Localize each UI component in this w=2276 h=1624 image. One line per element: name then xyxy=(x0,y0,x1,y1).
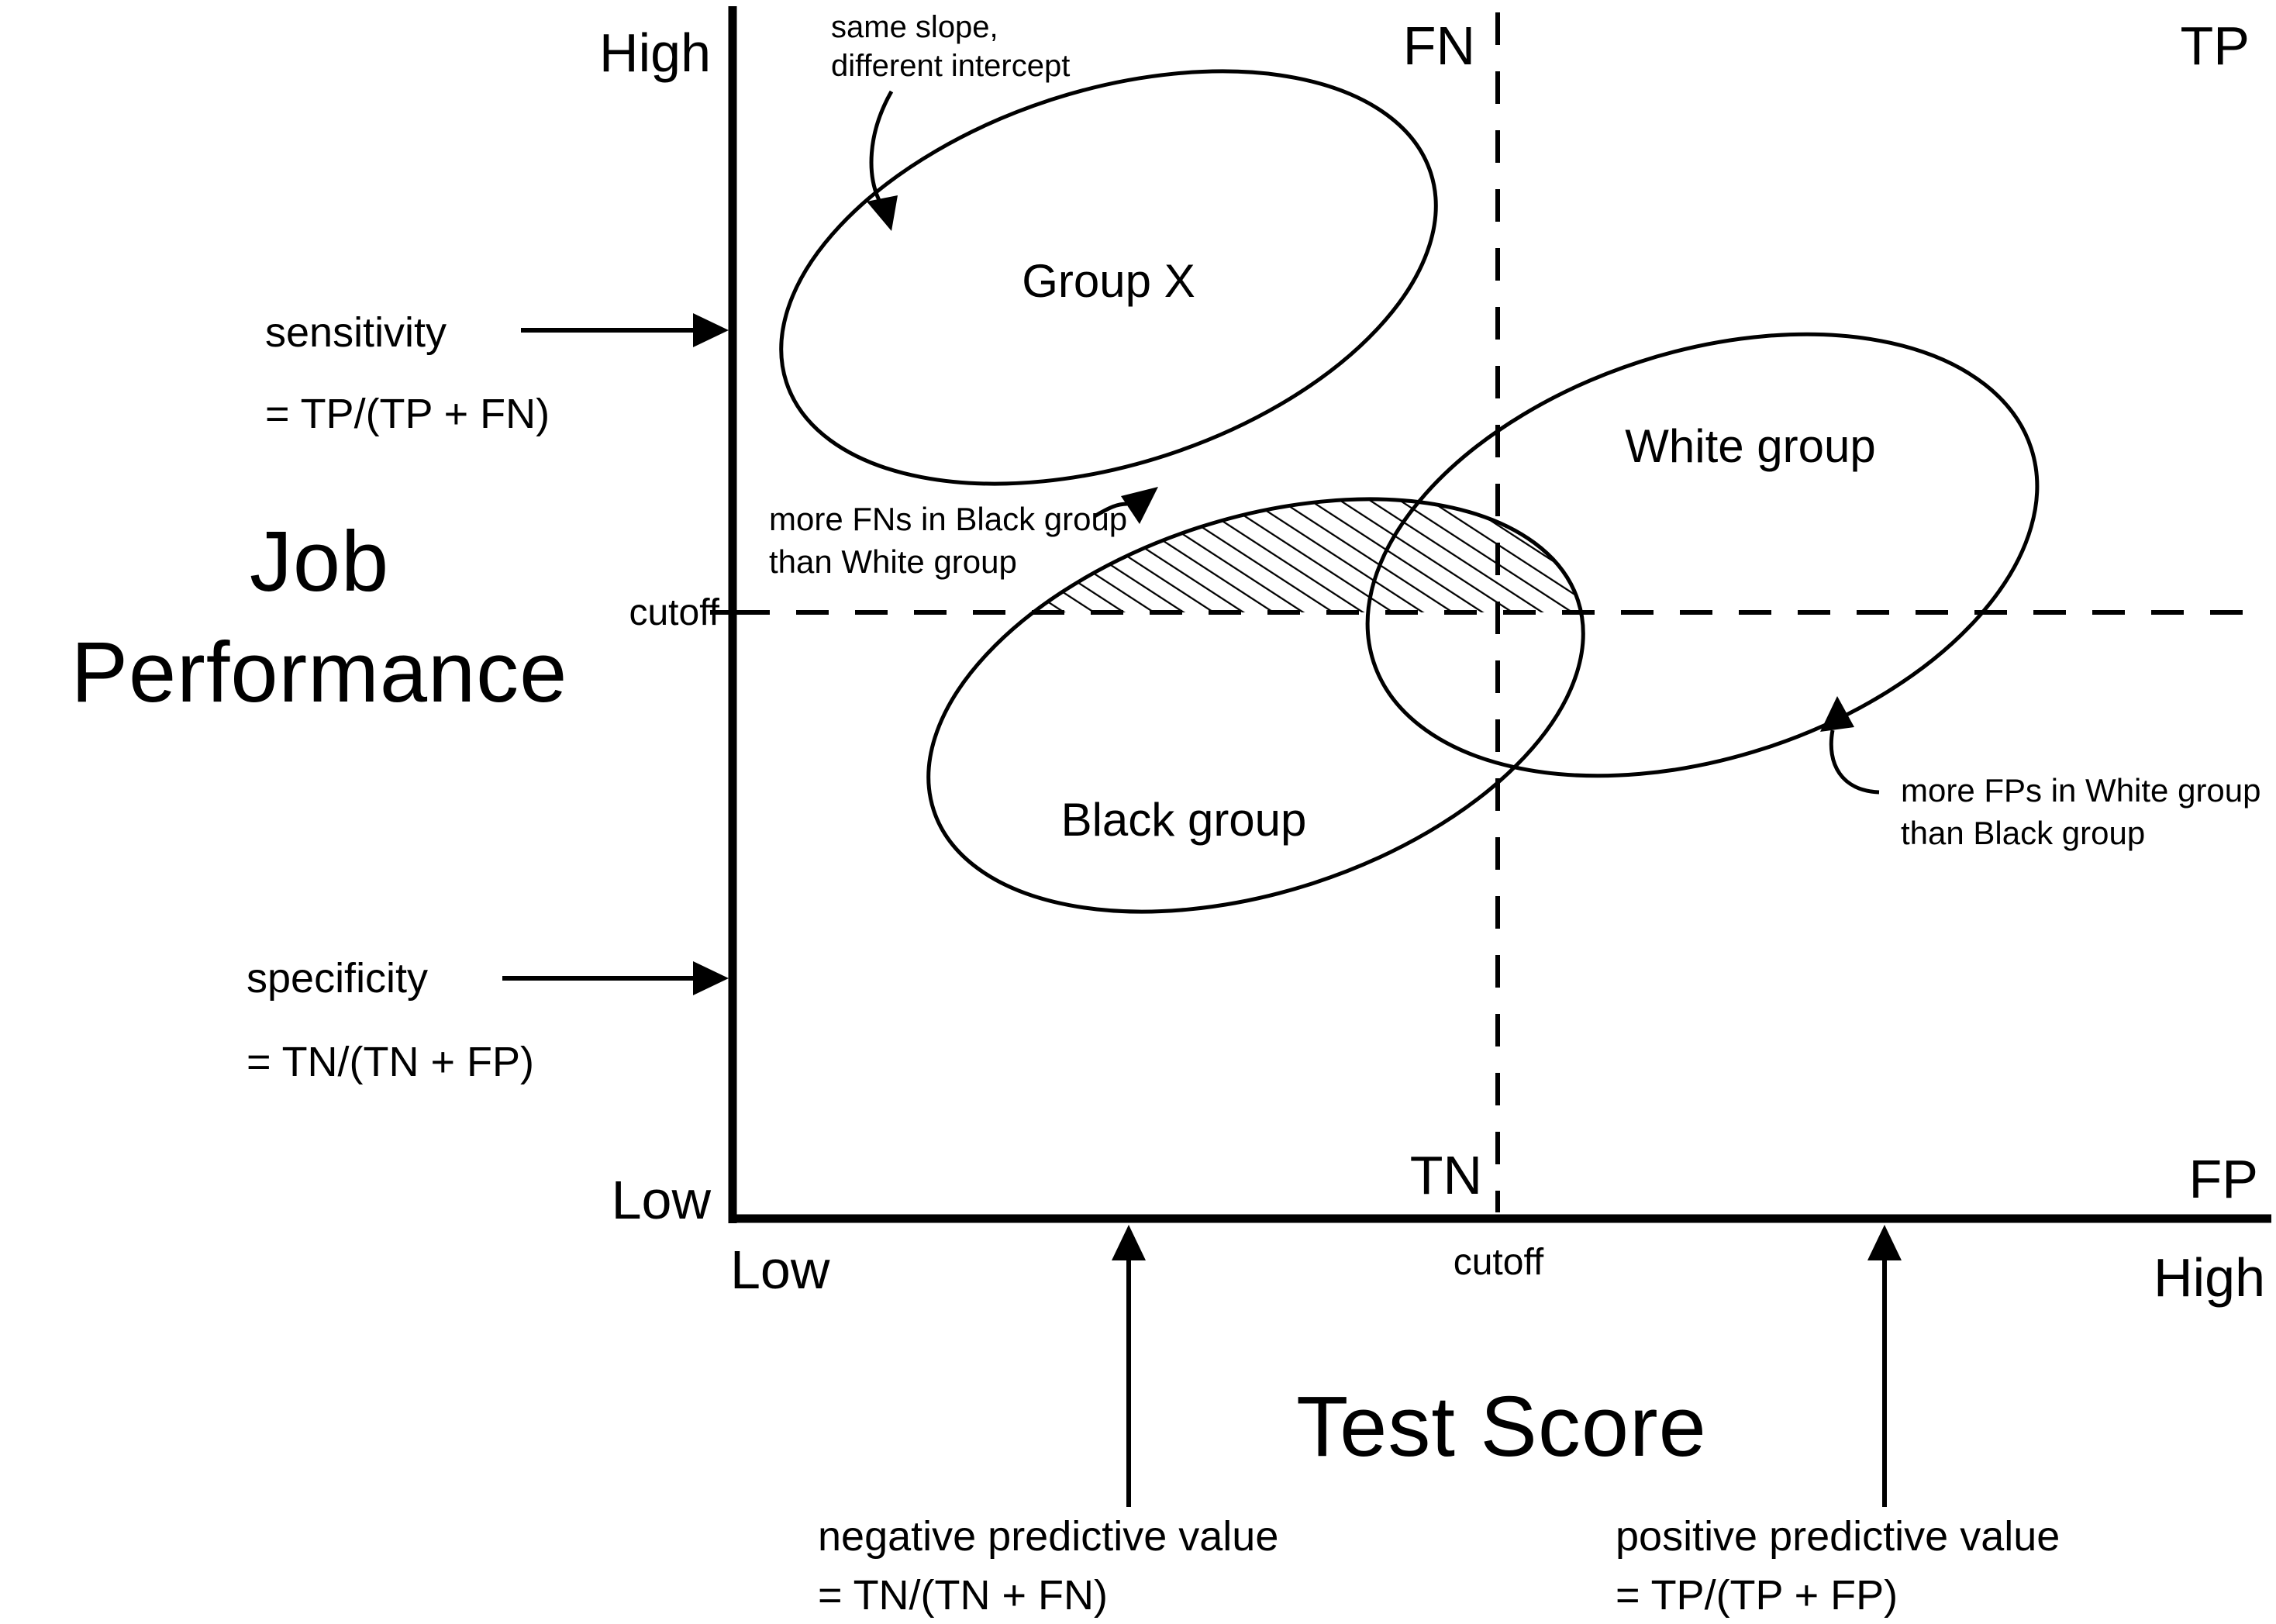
more-fns-arrowhead-icon xyxy=(1121,487,1158,524)
npv-arrowhead-icon xyxy=(1112,1225,1146,1260)
x-cutoff-label: cutoff xyxy=(1454,1242,1544,1283)
fn-hatched-region xyxy=(1033,498,1581,612)
quadrant-label-tp: TP xyxy=(2181,16,2250,76)
group-x-ellipse xyxy=(779,69,1438,486)
y-axis-title-line1: Job xyxy=(250,514,389,609)
x-axis-title: Test Score xyxy=(1296,1379,1707,1474)
more-fps-annotation-line1: more FPs in White group xyxy=(1901,772,2261,809)
more-fps-arrowhead-icon xyxy=(1820,696,1854,732)
x-axis-low-label: Low xyxy=(730,1240,830,1300)
same-slope-arrow-curve xyxy=(869,90,894,208)
more-fps-arrow-curve xyxy=(1829,729,1880,795)
specificity-formula: = TN/(TN + FP) xyxy=(247,1039,534,1085)
npv-formula: = TN/(TN + FN) xyxy=(818,1572,1108,1619)
same-slope-arrowhead-icon xyxy=(867,195,898,231)
ppv-formula: = TP/(TP + FP) xyxy=(1616,1572,1898,1619)
sensitivity-arrowhead-icon xyxy=(693,313,729,347)
y-axis-high-label: High xyxy=(599,22,711,83)
quadrant-label-fp: FP xyxy=(2189,1149,2258,1209)
ppv-label: positive predictive value xyxy=(1616,1513,2060,1560)
quadrant-label-tn: TN xyxy=(1410,1145,1482,1205)
white-group-label: White group xyxy=(1625,420,1876,472)
same-slope-annotation-line2: different intercept xyxy=(831,49,1070,83)
y-axis-low-label: Low xyxy=(612,1170,712,1230)
y-cutoff-label: cutoff xyxy=(629,592,719,633)
same-slope-annotation-line1: same slope, xyxy=(831,10,998,44)
group-x-label: Group X xyxy=(1022,255,1195,307)
ppv-arrowhead-icon xyxy=(1867,1225,1902,1260)
npv-label: negative predictive value xyxy=(818,1513,1278,1560)
sensitivity-label: sensitivity xyxy=(265,309,447,356)
more-fps-annotation-line2: than Black group xyxy=(1901,815,2145,851)
specificity-arrowhead-icon xyxy=(693,961,729,995)
specificity-label: specificity xyxy=(247,955,428,1002)
quadrant-label-fn: FN xyxy=(1403,16,1475,76)
more-fns-annotation-line1: more FNs in Black group xyxy=(769,501,1127,537)
y-axis-title-line2: Performance xyxy=(71,625,568,720)
more-fns-arrow-curve xyxy=(1093,502,1128,519)
x-axis-high-label: High xyxy=(2154,1247,2265,1308)
more-fns-annotation-line2: than White group xyxy=(769,543,1017,580)
sensitivity-formula: = TP/(TP + FN) xyxy=(265,391,550,437)
white-group-ellipse xyxy=(1365,332,2040,778)
black-group-label: Black group xyxy=(1061,794,1307,846)
